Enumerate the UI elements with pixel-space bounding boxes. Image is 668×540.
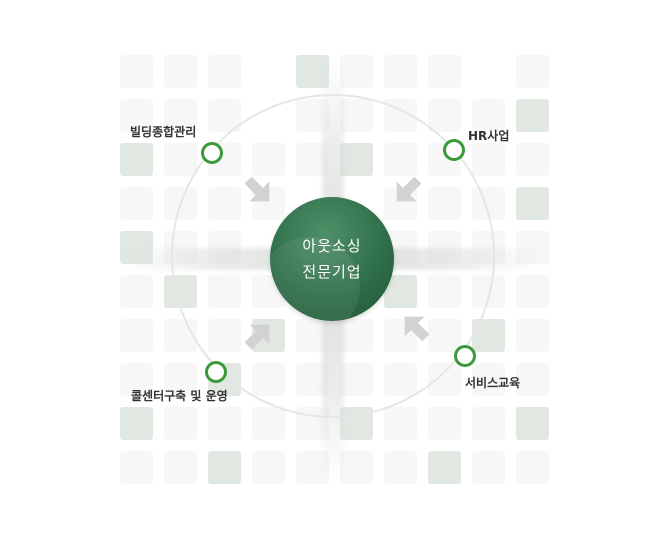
node-hr: [443, 139, 465, 161]
background-tile: [164, 99, 197, 132]
label-building-management: 빌딩종합관리: [130, 125, 197, 139]
arrow-bottom-left-icon: [244, 324, 270, 350]
background-tile: [428, 99, 461, 132]
center-circle: 아웃소싱 전문기업: [270, 197, 394, 321]
background-tile: [428, 407, 461, 440]
background-tile: [120, 363, 153, 396]
label-service-education: 서비스교육: [465, 376, 521, 390]
background-tile: [472, 451, 505, 484]
background-tile: [472, 407, 505, 440]
background-tile: [120, 99, 153, 132]
background-tile: [516, 275, 549, 308]
background-tile: [472, 99, 505, 132]
node-building-management: [201, 142, 223, 164]
center-shine: [270, 237, 360, 321]
background-tile: [252, 407, 285, 440]
background-tile: [384, 407, 417, 440]
arrow-top-right-icon: [396, 176, 422, 202]
background-tile: [120, 143, 153, 176]
background-tile: [120, 451, 153, 484]
background-tile: [384, 451, 417, 484]
background-tile: [516, 187, 549, 220]
center-title: 아웃소싱 전문기업: [270, 233, 394, 285]
background-tile: [516, 99, 549, 132]
background-tile: [516, 55, 549, 88]
arrow-top-left-icon: [244, 176, 270, 202]
node-service-education: [454, 345, 476, 367]
background-tile: [516, 363, 549, 396]
background-tile: [164, 55, 197, 88]
background-tile: [516, 407, 549, 440]
background-tile: [164, 143, 197, 176]
background-tile: [120, 319, 153, 352]
label-call-center: 콜센터구축 및 운영: [131, 389, 228, 403]
background-tile: [428, 55, 461, 88]
background-tile: [384, 55, 417, 88]
background-tile: [340, 451, 373, 484]
background-tile: [120, 407, 153, 440]
background-tile: [208, 55, 241, 88]
node-call-center: [205, 361, 227, 383]
background-tile: [208, 407, 241, 440]
background-tile: [208, 451, 241, 484]
background-tile: [164, 363, 197, 396]
background-tile: [164, 451, 197, 484]
background-tile: [164, 407, 197, 440]
arrow-bottom-right-icon: [404, 316, 430, 342]
background-tile: [516, 319, 549, 352]
background-tile: [516, 451, 549, 484]
background-tile: [120, 275, 153, 308]
background-tile: [252, 451, 285, 484]
background-tile: [120, 187, 153, 220]
background-tile: [472, 143, 505, 176]
background-tile: [516, 143, 549, 176]
center-title-line2: 전문기업: [302, 263, 362, 281]
label-hr: HR사업: [468, 129, 510, 143]
center-title-line1: 아웃소싱: [302, 237, 362, 255]
background-tile: [472, 363, 505, 396]
background-tile: [428, 451, 461, 484]
orbit-ring: [171, 94, 495, 418]
background-tile: [340, 55, 373, 88]
background-tile: [120, 55, 153, 88]
